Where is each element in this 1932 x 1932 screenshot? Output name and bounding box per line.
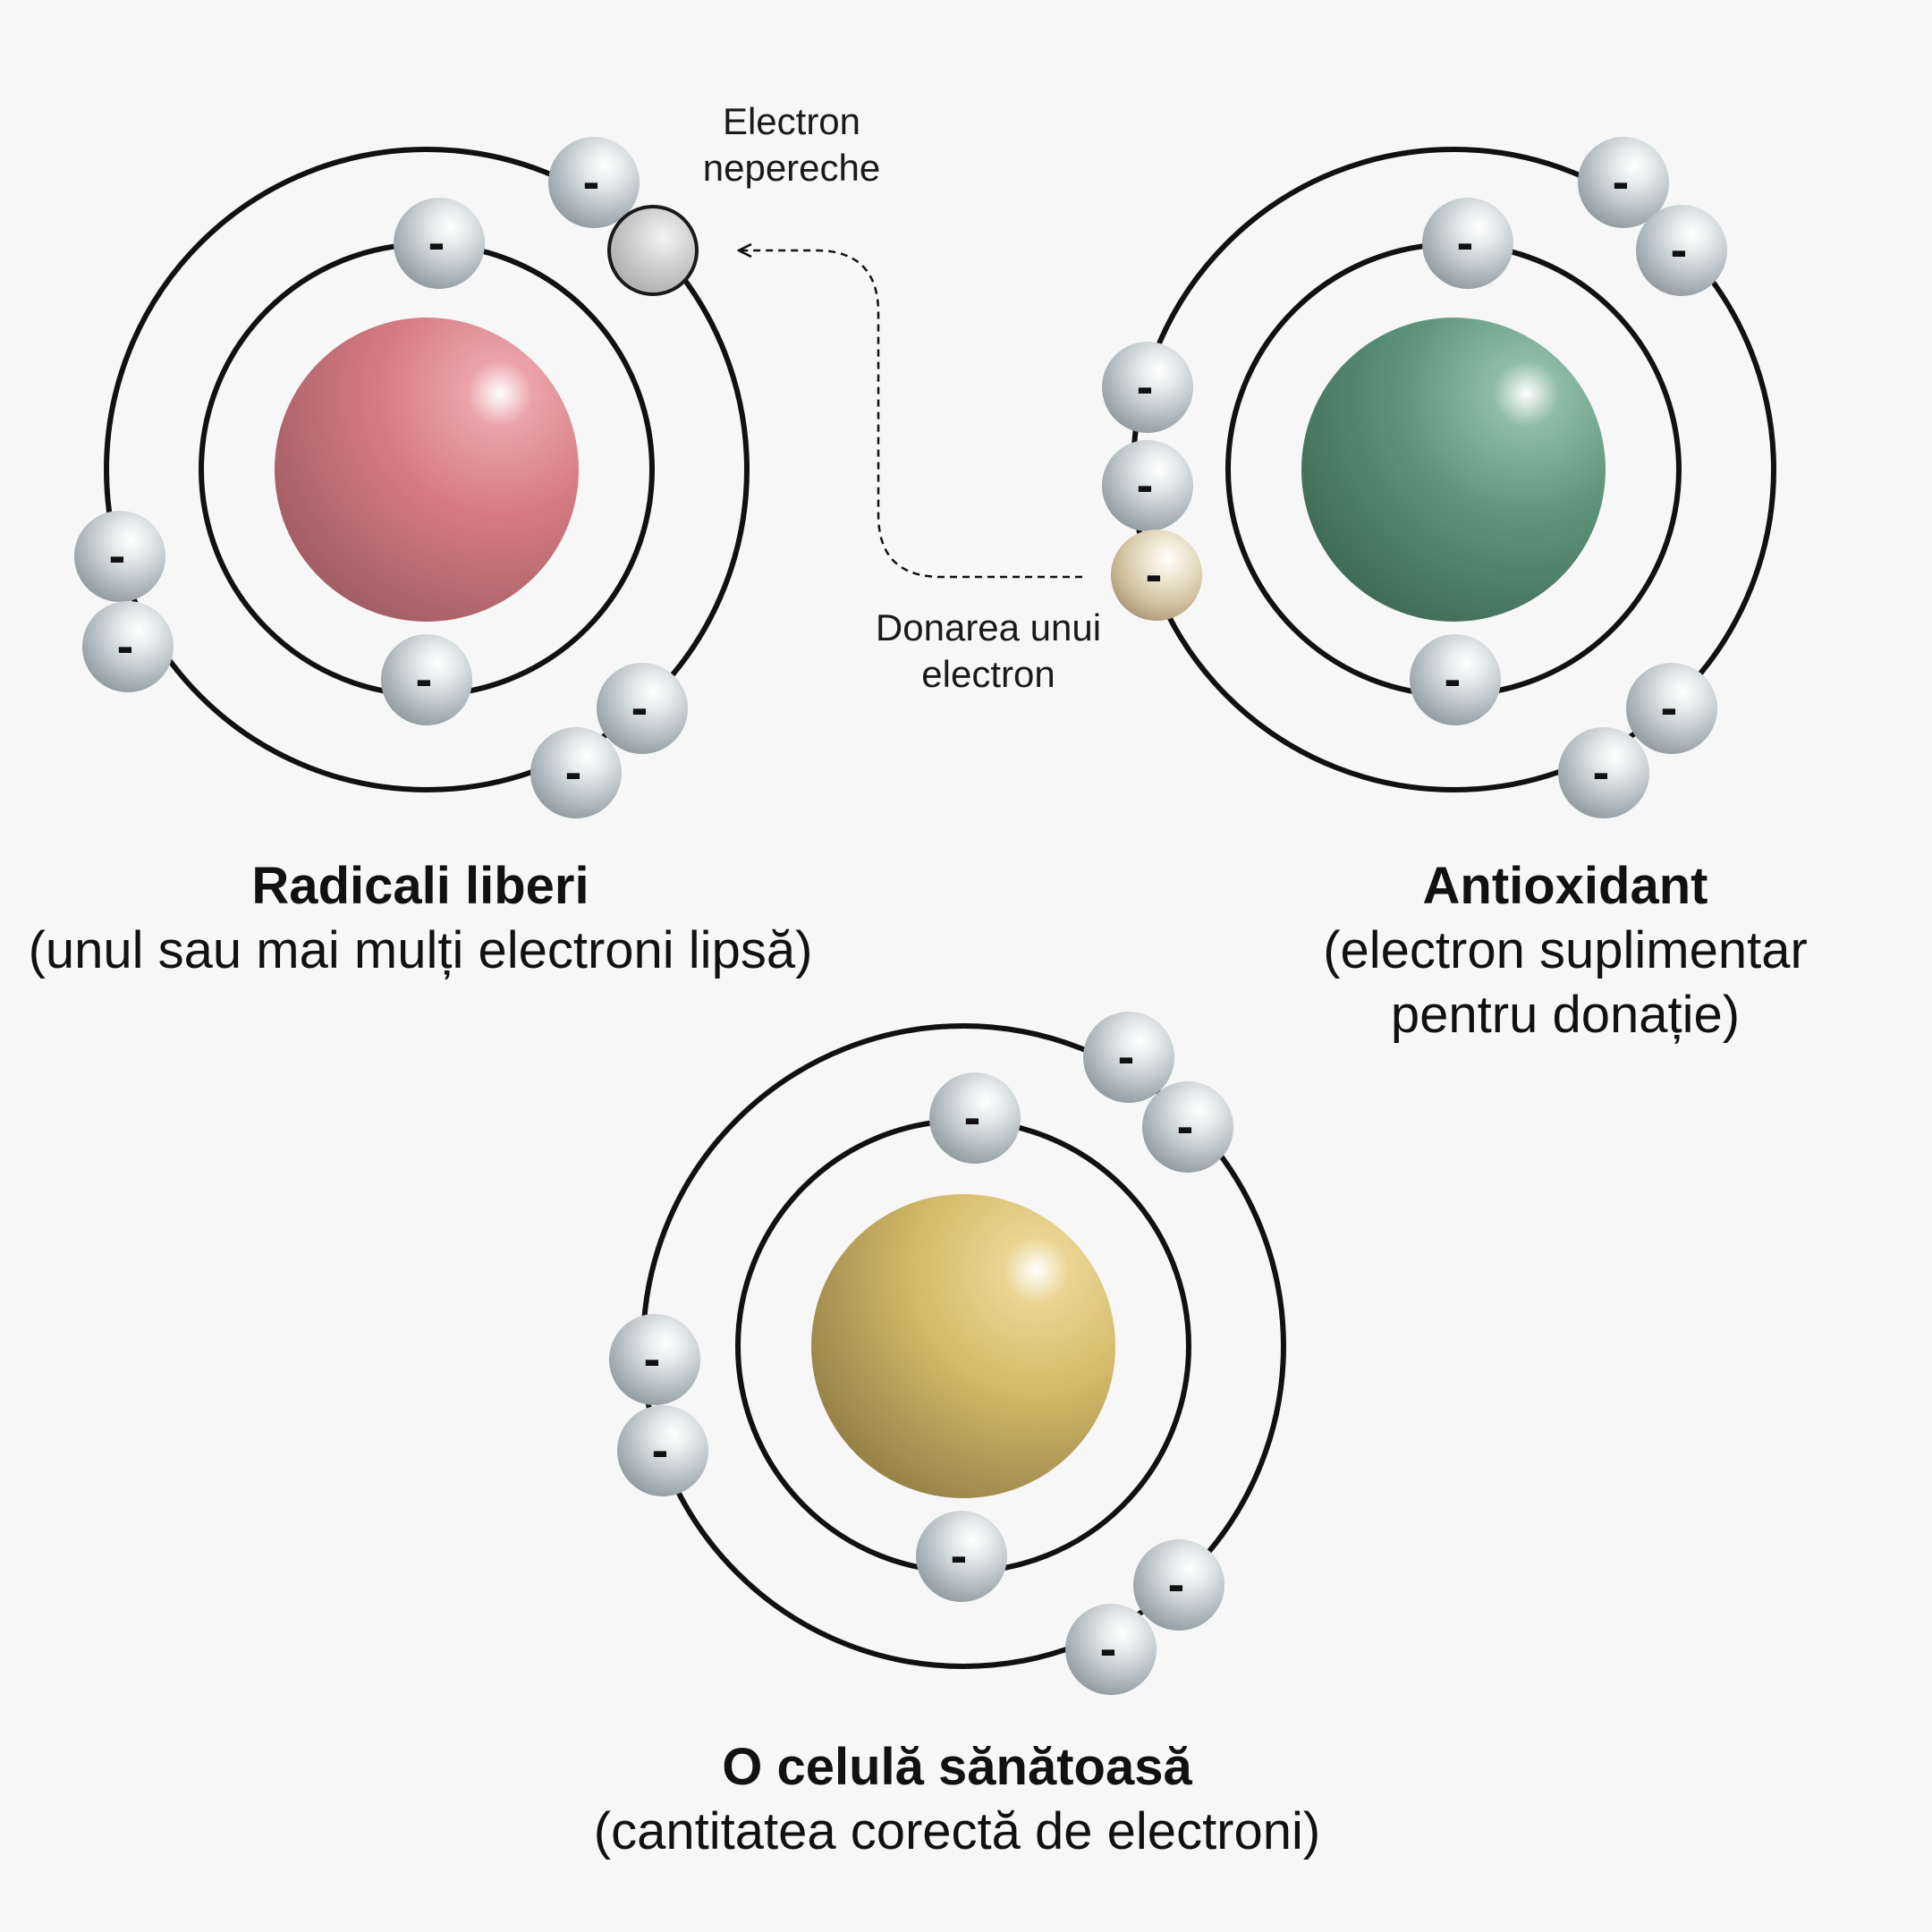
electron-sign: - <box>1613 153 1630 209</box>
electron: - <box>617 1405 708 1496</box>
electron: - <box>1578 137 1669 228</box>
radical-electrons: ------- <box>74 137 688 818</box>
antiox-nucleus <box>1301 318 1606 622</box>
electron: - <box>1626 663 1717 754</box>
electron: - <box>929 1072 1021 1164</box>
electron-sign: - <box>1457 214 1474 270</box>
electron-sign: - <box>1100 1620 1117 1676</box>
electron: - <box>916 1511 1007 1602</box>
electron: - <box>1083 1012 1174 1103</box>
healthy-subtitle: (cantitatea corectă de electroni) <box>593 1802 1321 1860</box>
electron-sign: - <box>1671 221 1688 277</box>
electron: - <box>1065 1604 1157 1695</box>
radical-caption: Radicali liberi (unul sau mai mulți elec… <box>27 854 814 983</box>
electron: - <box>530 727 622 818</box>
electron-sign: - <box>1118 1028 1135 1084</box>
electron: - <box>609 1314 700 1405</box>
electron-sign: - <box>964 1089 981 1145</box>
electron: - <box>1142 1081 1233 1173</box>
electron-sign: - <box>565 743 582 800</box>
electron: - <box>1133 1539 1224 1631</box>
electron: - <box>1410 634 1501 725</box>
electron: - <box>1636 205 1727 296</box>
electron-sign: - <box>1593 743 1610 800</box>
healthy-title: O celulă sănătoasă <box>722 1738 1192 1796</box>
donating-electron-label: Donarea unui electron <box>836 605 1140 698</box>
antioxidant-caption: Antioxidant (electron suplimentar pentru… <box>1243 854 1887 1047</box>
electron: - <box>82 601 174 692</box>
electron-sign: - <box>951 1527 968 1583</box>
electron: - <box>548 137 640 228</box>
healthy-electrons: -------- <box>609 1012 1233 1695</box>
unpaired-electron-label: Electron nepereche <box>662 98 921 191</box>
antioxidant-atom: -------- - <box>1102 137 1776 818</box>
electron-sign: - <box>583 153 600 209</box>
electron: - <box>597 663 688 754</box>
missing-electron <box>607 205 699 296</box>
electron-sign: - <box>1445 650 1462 707</box>
donating-electron-text: Donarea unui electron <box>875 606 1102 695</box>
radical-nucleus <box>275 318 579 622</box>
electron: - <box>1422 198 1513 289</box>
radical-title: Radicali liberi <box>251 857 589 915</box>
electron: - <box>381 634 472 725</box>
electron-sign: - <box>1146 546 1163 602</box>
electron-sign: - <box>109 527 126 583</box>
electron-sign: - <box>1137 358 1154 414</box>
healthy-atom: -------- <box>609 1012 1286 1695</box>
donated-electron: - <box>1111 530 1202 621</box>
healthy-nucleus <box>811 1194 1115 1498</box>
electron-sign: - <box>416 650 433 707</box>
unpaired-electron-text: Electron nepereche <box>702 100 881 189</box>
electron-sign: - <box>1137 456 1154 513</box>
radical-atom: ------- <box>74 137 750 818</box>
electron-sign: - <box>631 679 648 735</box>
electron: - <box>1102 342 1193 433</box>
electron: - <box>1558 727 1649 818</box>
electron-sign: - <box>1661 679 1678 735</box>
electron: - <box>74 511 165 602</box>
electron-sign: - <box>1177 1097 1194 1154</box>
electron-sign: - <box>117 617 134 674</box>
electron-sign: - <box>1168 1555 1185 1612</box>
antioxidant-title: Antioxidant <box>1422 857 1708 915</box>
electron-sign: - <box>644 1330 661 1386</box>
antioxidant-subtitle: (electron suplimentar pentru donație) <box>1323 921 1808 1044</box>
electron: - <box>394 198 485 289</box>
electron: - <box>1102 440 1193 531</box>
donation-arrow <box>739 250 1082 579</box>
antiox-electrons: -------- <box>1102 137 1727 818</box>
donated-electron-ball: - <box>1111 530 1202 621</box>
electron-sign: - <box>428 214 445 270</box>
healthy-caption: O celulă sănătoasă (cantitatea corectă d… <box>590 1735 1324 1864</box>
electron-sign: - <box>652 1421 669 1478</box>
radical-subtitle: (unul sau mai mulți electroni lipsă) <box>28 921 813 979</box>
radical-outer-orbit <box>104 147 750 792</box>
